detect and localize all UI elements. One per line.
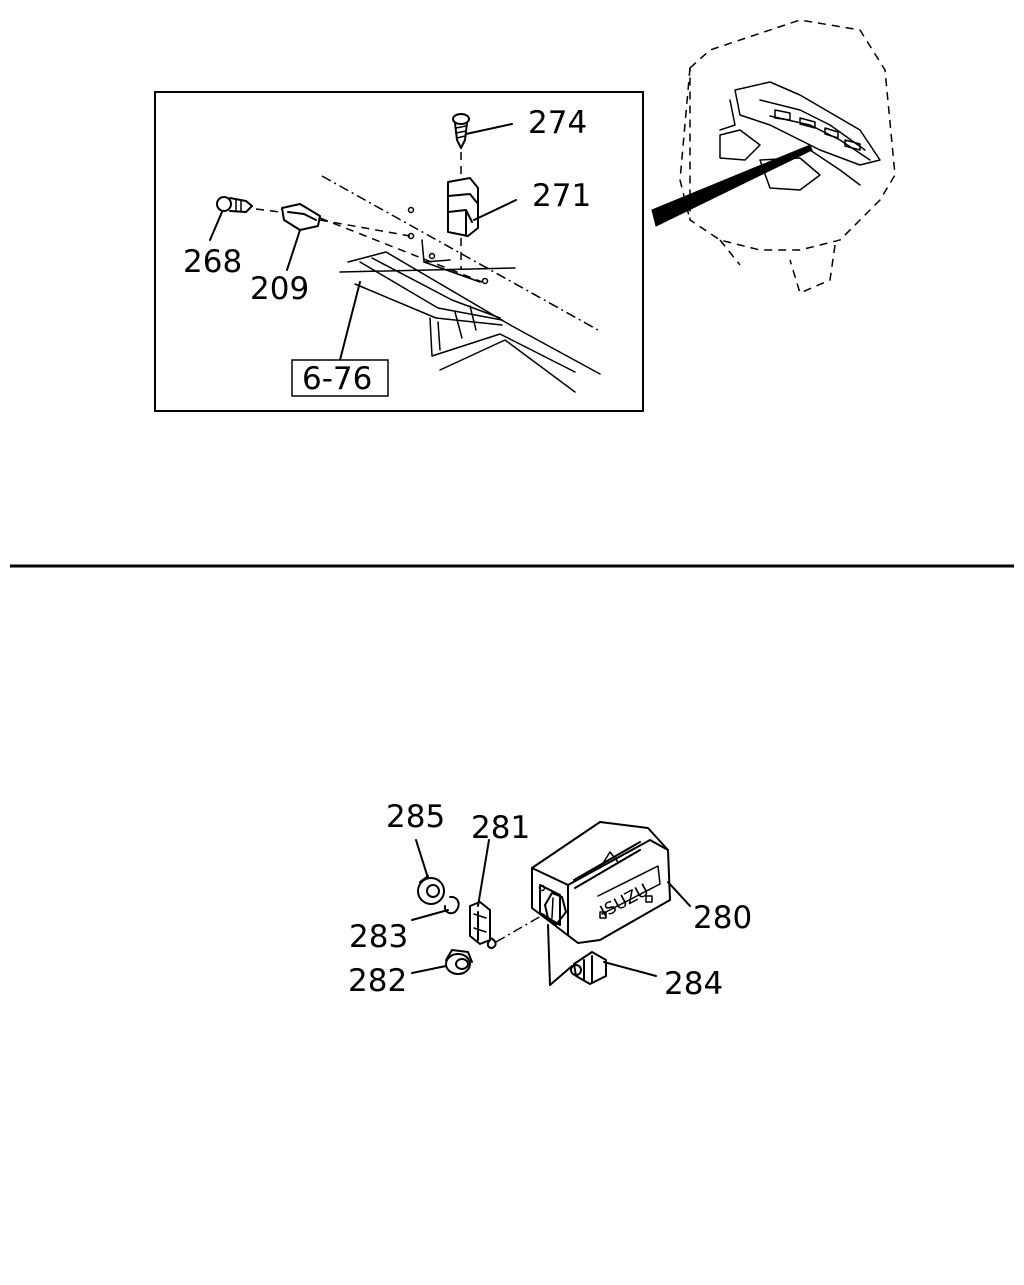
callout-285: 285 [386,799,445,835]
bracket-281-icon [469,901,497,949]
callout-268: 268 [183,244,242,280]
screw-268-icon [216,196,281,213]
assembly-line [495,911,549,943]
socket-285-icon [417,875,445,905]
callout-271: 271 [532,178,591,214]
clip-271-icon [447,177,479,270]
callout-209: 209 [250,271,309,307]
leader-lines-top [209,123,517,361]
detail-inset: 274 271 268 209 6-76 [154,91,644,412]
screw-274-icon [452,113,470,175]
reference-6-76[interactable]: 6-76 [302,361,372,397]
callout-280: 280 [693,900,752,936]
callout-274: 274 [528,105,587,141]
grommet-282-icon [445,949,473,975]
callout-281: 281 [471,810,530,846]
lamp-assembly: ISUZU [348,799,752,1002]
bulb-284-icon [570,951,607,985]
leader-lines-bottom [411,839,691,986]
callout-284: 284 [664,966,723,1002]
callout-282: 282 [348,963,407,999]
roof-panel-drawing [321,175,601,393]
brand-emblem: ISUZU [597,880,652,922]
lamp-housing-280-icon: ISUZU [531,821,671,944]
cab-overview-drawing [651,19,896,295]
clip-nut-209-icon [281,203,483,283]
callout-283: 283 [349,919,408,955]
detail-frame [154,91,644,412]
location-pointer [651,144,813,227]
reference-box [291,359,389,397]
